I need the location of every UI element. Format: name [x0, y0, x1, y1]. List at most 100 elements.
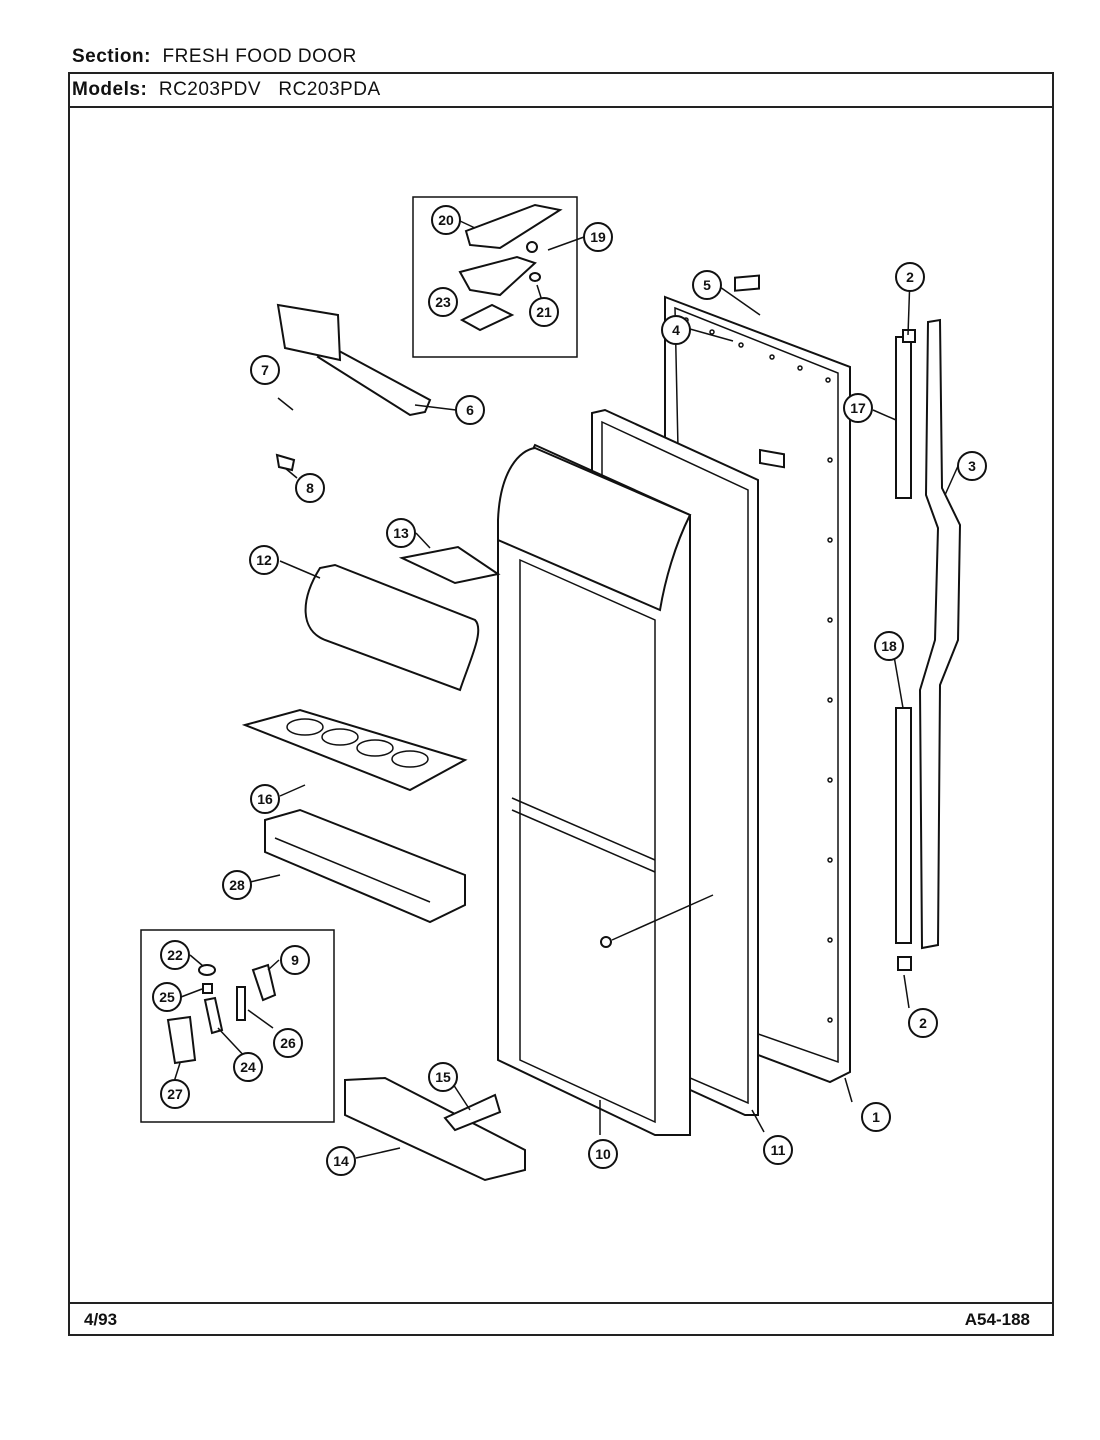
end-cap-bottom: [897, 956, 912, 971]
callout-2-top: 2: [895, 262, 925, 292]
callout-11-label: 11: [771, 1142, 786, 1158]
callout-19-label: 19: [590, 229, 606, 245]
callout-17-label: 17: [850, 400, 866, 416]
footer-row: 4/93 A54-188: [70, 1302, 1052, 1334]
callout-5: 5: [692, 270, 722, 300]
callout-26: 26: [273, 1028, 303, 1058]
door-shelf-28: [264, 808, 466, 924]
model-1: RC203PDV: [158, 79, 262, 100]
callout-27: 27: [160, 1079, 190, 1109]
callout-24: 24: [233, 1052, 263, 1082]
footer-code: A54-188: [964, 1310, 1030, 1329]
models-row: [70, 74, 1052, 108]
callout-19: 19: [583, 222, 613, 252]
callout-21-label: 21: [536, 304, 552, 320]
callout-2-bottom-label: 2: [919, 1015, 927, 1031]
callout-7-label: 7: [261, 362, 269, 378]
callout-22-label: 22: [167, 947, 183, 963]
models-heading: Models: RC203PDV RC203PDA: [72, 79, 381, 101]
callout-1: 1: [861, 1102, 891, 1132]
shelf-retainer-15: [443, 1093, 502, 1132]
callout-16: 16: [250, 784, 280, 814]
callout-14-label: 14: [333, 1153, 349, 1169]
callout-3-label: 3: [968, 458, 976, 474]
plate-26: [236, 986, 246, 1021]
callout-8-label: 8: [306, 480, 314, 496]
callout-25: 25: [152, 982, 182, 1012]
end-cap-top: [902, 329, 916, 343]
callout-28-label: 28: [229, 877, 245, 893]
model-2: RC203PDA: [278, 79, 381, 100]
callout-9: 9: [280, 945, 310, 975]
callout-26-label: 26: [280, 1035, 296, 1051]
section-label: Section:: [72, 46, 151, 67]
spacer-25: [202, 983, 213, 994]
egg-tray-16: [241, 708, 468, 792]
callouts: 1 2 2 3 4 5 6 7 8 9 10 11 12 13 14 15 16…: [152, 205, 987, 1176]
footer-date: 4/93: [84, 1310, 118, 1329]
hinge-plate: [458, 255, 537, 297]
callout-18-label: 18: [881, 638, 897, 654]
hinge-washer: [529, 272, 541, 282]
callout-5-label: 5: [703, 277, 711, 293]
callout-23-label: 23: [435, 294, 451, 310]
callout-24-label: 24: [240, 1059, 256, 1075]
callout-21: 21: [529, 297, 559, 327]
hinge-cover: [464, 203, 563, 250]
callout-15-label: 15: [435, 1069, 451, 1085]
callout-7: 7: [250, 355, 280, 385]
callout-25-label: 25: [159, 989, 175, 1005]
callout-17: 17: [843, 393, 873, 423]
callout-14: 14: [326, 1146, 356, 1176]
callout-3: 3: [957, 451, 987, 481]
callout-2-bottom: 2: [908, 1008, 938, 1038]
screw: [600, 936, 612, 948]
dairy-door-12: [304, 563, 480, 692]
hinge-shim: [459, 303, 515, 332]
callout-9-label: 9: [291, 952, 299, 968]
diagram-frame: 4/93 A54-188: [68, 72, 1054, 1336]
cam-24: [203, 996, 224, 1035]
callout-12-label: 12: [256, 552, 272, 568]
callout-18: 18: [874, 631, 904, 661]
label-5: [759, 448, 785, 469]
callout-10-label: 10: [595, 1146, 611, 1162]
hinge-pin: [526, 241, 538, 253]
callout-28: 28: [222, 870, 252, 900]
washer-22: [198, 964, 216, 976]
callout-13-label: 13: [393, 525, 409, 541]
label-4: [734, 274, 760, 292]
callout-6: 6: [455, 395, 485, 425]
callout-4-label: 4: [672, 322, 680, 338]
callout-22: 22: [160, 940, 190, 970]
door-handle: [918, 318, 962, 950]
callout-4: 4: [661, 315, 691, 345]
callout-2-top-label: 2: [906, 269, 914, 285]
callout-6-label: 6: [466, 402, 474, 418]
bracket-7: [276, 303, 342, 362]
section-heading: Section: FRESH FOOD DOOR: [72, 46, 357, 68]
bracket-27: [166, 1015, 197, 1065]
door-liner: [497, 443, 692, 1136]
clip-8: [275, 453, 296, 472]
callout-13: 13: [386, 518, 416, 548]
shelf-cover-13: [398, 545, 501, 585]
handle-trim-top: [895, 336, 912, 499]
callout-12: 12: [249, 545, 279, 575]
callout-1-label: 1: [872, 1109, 880, 1125]
models-label: Models:: [72, 79, 148, 100]
stop-inset-box: [140, 929, 335, 1123]
hinge-inset-box: [412, 196, 578, 358]
callout-15: 15: [428, 1062, 458, 1092]
callout-23: 23: [428, 287, 458, 317]
section-value: FRESH FOOD DOOR: [162, 46, 357, 67]
callout-20-label: 20: [438, 212, 454, 228]
callout-8: 8: [295, 473, 325, 503]
callout-11: 11: [763, 1135, 793, 1165]
callout-27-label: 27: [167, 1086, 183, 1102]
callout-16-label: 16: [257, 791, 273, 807]
door-shelf-14: [344, 1076, 526, 1182]
callout-10: 10: [588, 1139, 618, 1169]
handle-trim-bottom: [895, 707, 912, 944]
